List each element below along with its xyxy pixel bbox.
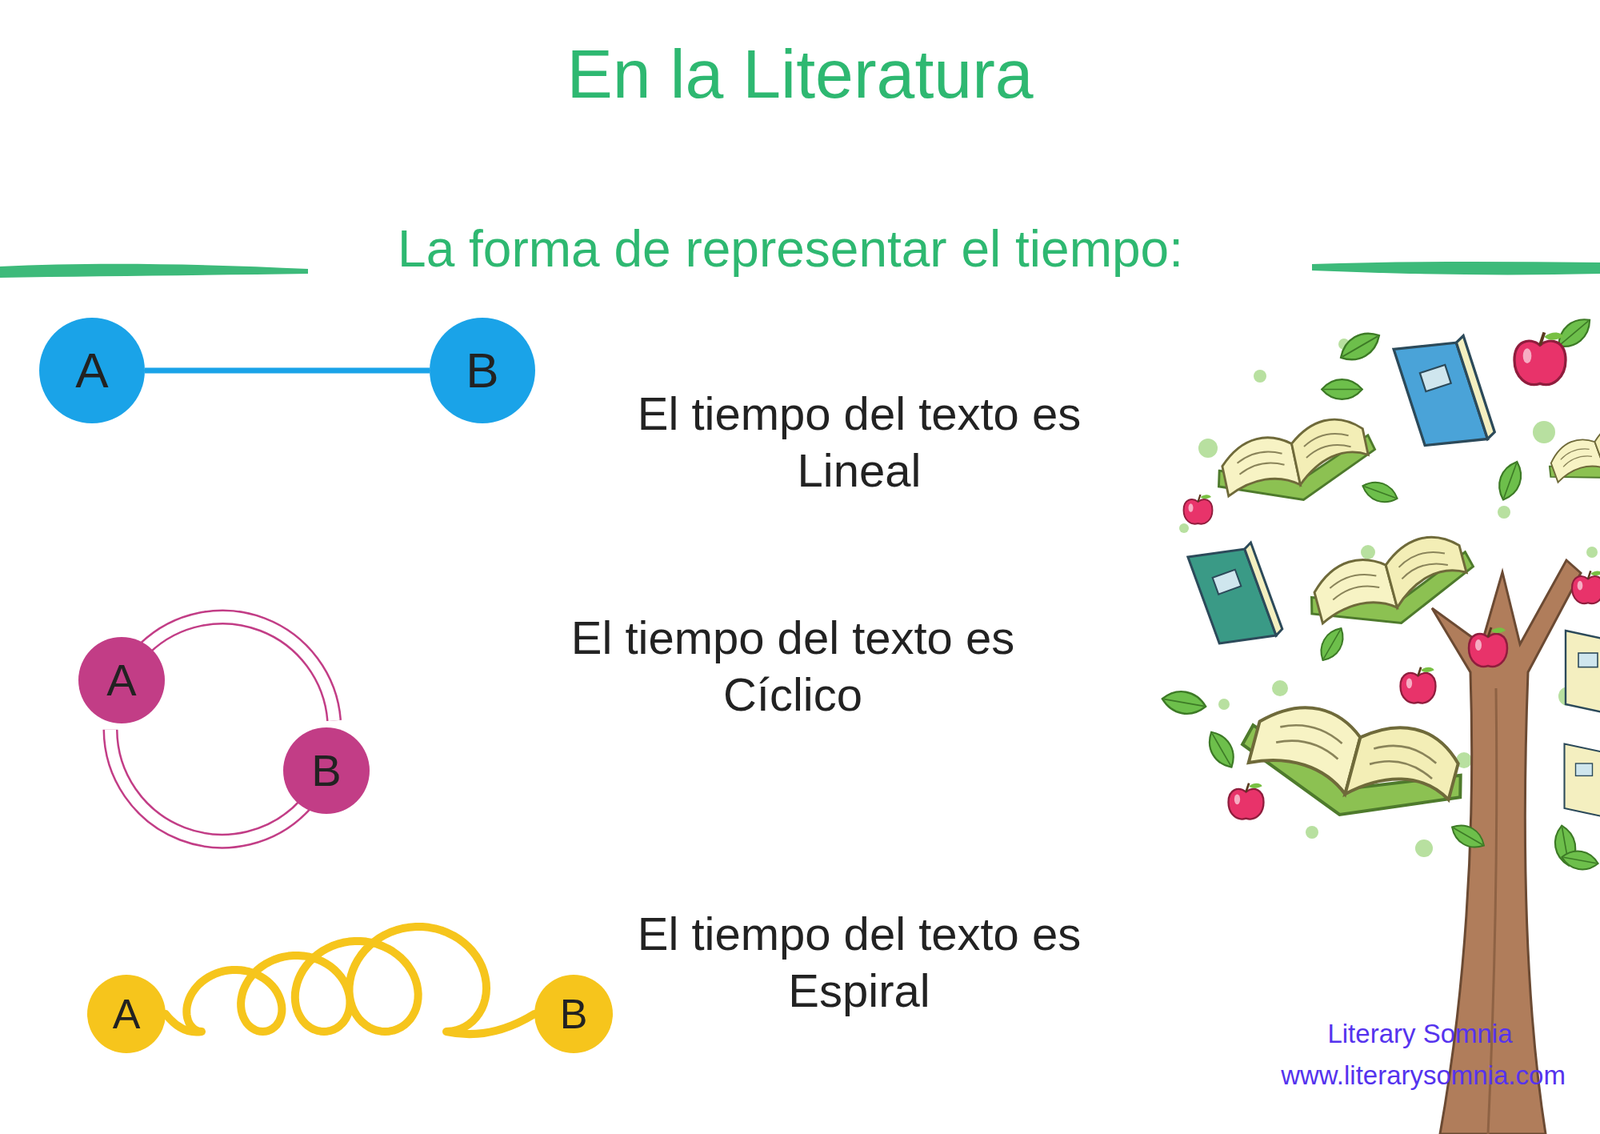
book-tree: [1160, 312, 1600, 1134]
point-letter: B: [311, 748, 341, 793]
point-letter: B: [465, 345, 499, 396]
point-letter: A: [112, 992, 141, 1035]
credit: Literary Somnia: [1252, 1017, 1588, 1050]
subtitle: La forma de representar el tiempo:: [294, 217, 1287, 280]
description: El tiempo del texto es Lineal: [571, 385, 1148, 500]
time-point-circle: B: [429, 317, 536, 424]
cycle-arc: [144, 616, 334, 720]
cycle-arc: [110, 729, 306, 841]
time-point-circle: B: [283, 727, 370, 814]
point-letter: B: [560, 992, 588, 1035]
credit-url: www.literarysomnia.com: [1255, 1059, 1592, 1092]
line-connector: [144, 370, 430, 372]
time-point-circle: B: [534, 974, 613, 1053]
description: El tiempo del texto es Espiral: [571, 905, 1148, 1020]
brush-stroke: [0, 264, 308, 278]
point-letter: A: [75, 345, 108, 396]
time-point-circle: A: [39, 317, 145, 424]
point-letter: A: [106, 657, 136, 703]
spiral-connector: [165, 926, 535, 1034]
brush-stroke: [1312, 261, 1600, 275]
title: En la Literatura: [0, 32, 1600, 116]
time-point-circle: A: [87, 974, 166, 1053]
time-point-circle: A: [78, 636, 165, 724]
description: El tiempo del texto es Cíclico: [504, 609, 1081, 724]
